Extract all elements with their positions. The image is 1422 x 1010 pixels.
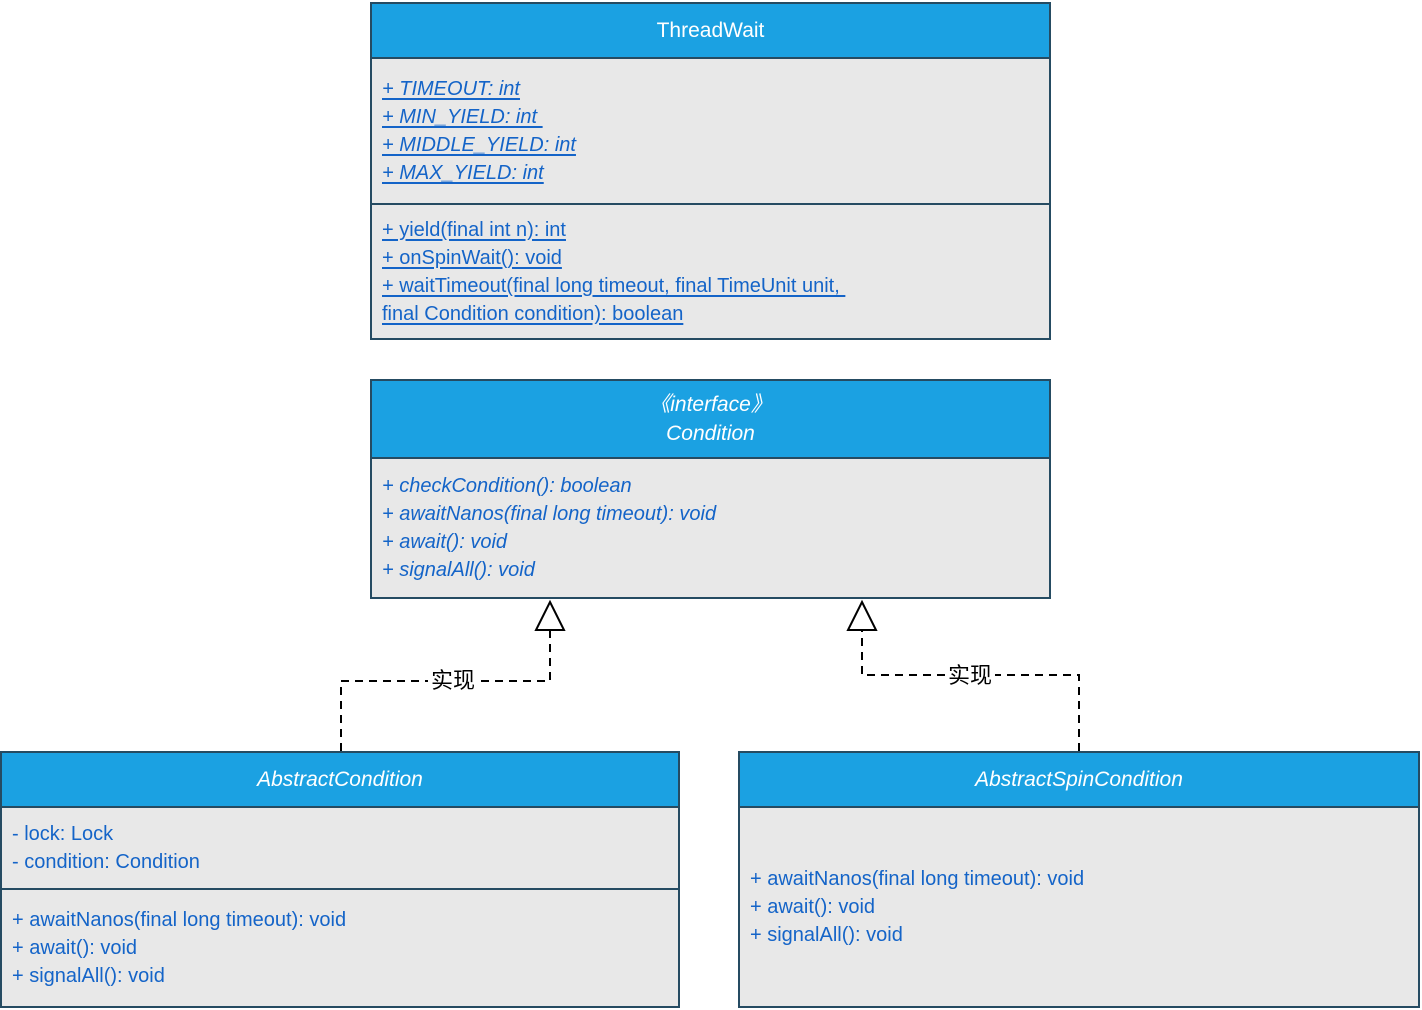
member-line: + MAX_YIELD: int	[382, 162, 544, 184]
class-header-abstract-spin-condition: AbstractSpinCondition	[740, 753, 1418, 808]
member-line: + signalAll(): void	[382, 559, 535, 581]
fields-compartment-abstract-condition: - lock: Lock - condition: Condition	[2, 808, 678, 888]
methods-compartment-condition: + checkCondition(): boolean + awaitNanos(…	[372, 459, 1049, 597]
methods-compartment-abstract-condition: + awaitNanos(final long timeout): void + …	[2, 888, 678, 1006]
methods-compartment-threadwait: + yield(final int n): int + onSpinWait():…	[372, 203, 1049, 338]
member-line: + awaitNanos(final long timeout): void	[382, 503, 717, 525]
interface-box-condition: 《interface》 Condition + checkCondition()…	[370, 379, 1051, 599]
edge-label-realization-right: 实现	[944, 664, 996, 688]
class-title: AbstractCondition	[257, 768, 423, 791]
realization-edge-right	[861, 630, 1080, 751]
member-line: + onSpinWait(): void	[382, 246, 562, 269]
member-line: + await(): void	[382, 531, 508, 553]
class-header-abstract-condition: AbstractCondition	[2, 753, 678, 808]
class-box-abstract-spin-condition: AbstractSpinCondition + awaitNanos(final…	[738, 751, 1420, 1008]
hollow-triangle-arrowhead-right	[846, 599, 878, 631]
class-title: ThreadWait	[656, 19, 765, 42]
member-line: + checkCondition(): boolean	[382, 475, 632, 497]
methods-compartment-abstract-spin-condition: + awaitNanos(final long timeout): void + …	[740, 808, 1418, 1006]
member-line: + TIMEOUT: int	[382, 78, 520, 100]
member-line: + MIDDLE_YIELD: int	[382, 134, 576, 156]
fields-compartment-threadwait: + TIMEOUT: int + MIN_YIELD: int + MIDDLE_…	[372, 59, 1049, 203]
member-line: - condition: Condition	[12, 851, 200, 873]
edge-label-realization-left: 实现	[427, 669, 479, 693]
member-line: + awaitNanos(final long timeout): void	[750, 868, 1085, 890]
member-line: + await(): void	[12, 937, 138, 959]
interface-stereotype: 《interface》	[649, 393, 772, 416]
class-title: AbstractSpinCondition	[975, 768, 1183, 791]
member-line: + yield(final int n): int	[382, 218, 566, 241]
interface-header-condition: 《interface》 Condition	[372, 381, 1049, 459]
member-line: + signalAll(): void	[750, 924, 903, 946]
member-line: + await(): void	[750, 896, 876, 918]
class-box-abstract-condition: AbstractCondition - lock: Lock - conditio…	[0, 751, 680, 1008]
member-line: + awaitNanos(final long timeout): void	[12, 909, 347, 931]
member-line: + signalAll(): void	[12, 965, 165, 987]
class-box-threadwait: ThreadWait + TIMEOUT: int + MIN_YIELD: in…	[370, 2, 1051, 340]
member-line: + MIN_YIELD: int	[382, 106, 543, 128]
member-line: - lock: Lock	[12, 823, 114, 845]
member-line: + waitTimeout(final long timeout, final …	[382, 274, 840, 325]
class-header-threadwait: ThreadWait	[372, 4, 1049, 59]
interface-title: Condition	[666, 422, 755, 445]
hollow-triangle-arrowhead-left	[534, 599, 566, 631]
